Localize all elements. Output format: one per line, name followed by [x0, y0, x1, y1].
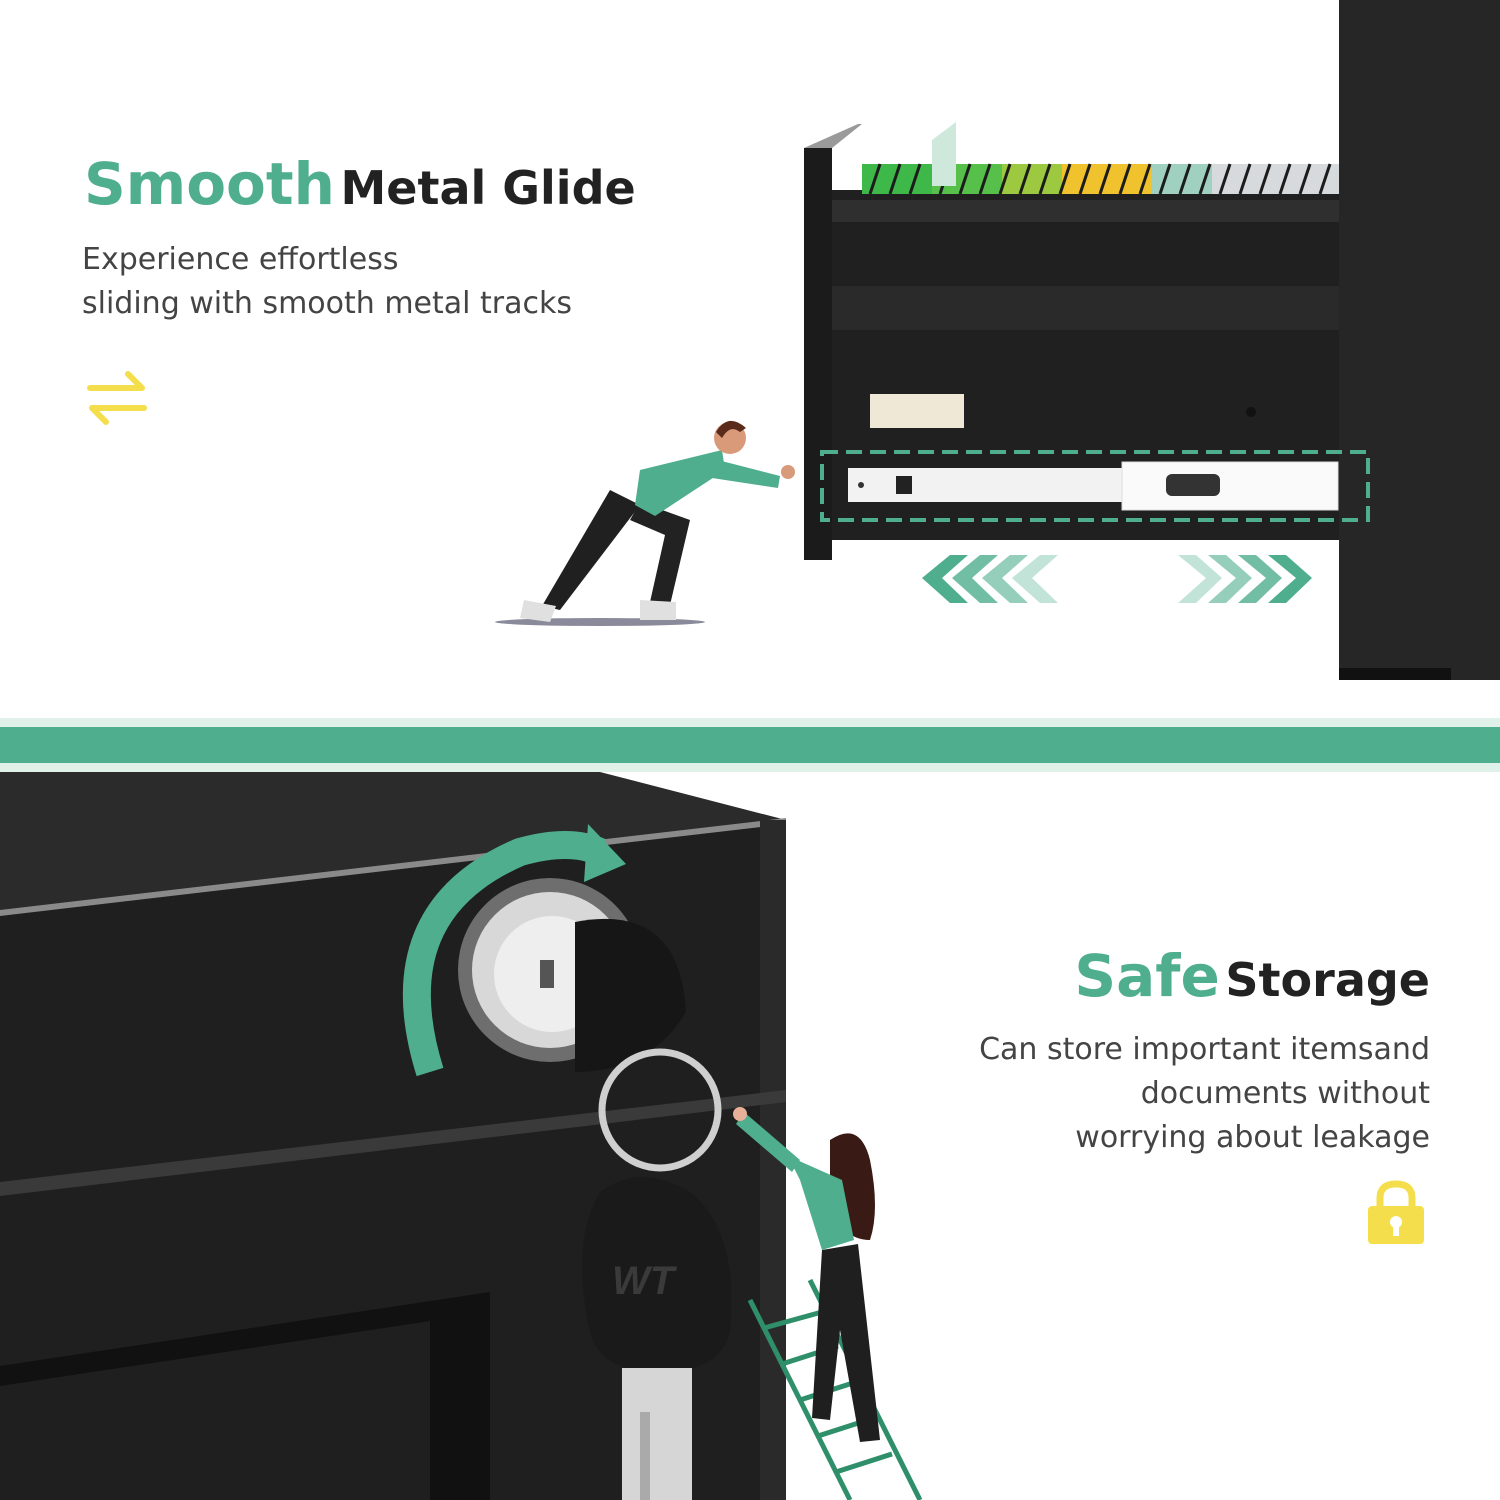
title-rest-words: Storage: [1225, 953, 1430, 1007]
rotation-arrow: [402, 831, 606, 1077]
slide-direction-chevrons-right: [1178, 555, 1312, 603]
drawer-label-holder: [870, 394, 964, 428]
swap-arrows-icon: [87, 371, 147, 425]
slide-direction-chevrons-left: [922, 555, 1058, 603]
key-ring: [598, 1048, 722, 1172]
glide-description-line-1: Experience effortless: [82, 242, 399, 277]
storage-description-line-3: worrying about leakage: [1075, 1120, 1430, 1155]
padlock-icon: [1368, 1180, 1424, 1244]
storage-description-line-1: Can store important itemsand: [979, 1032, 1430, 1067]
hanging-file-folders: [862, 122, 1339, 195]
rail-highlight-box: [820, 450, 1370, 522]
title-safe-storage: Safe Storage: [1074, 942, 1430, 1010]
hanging-key: [582, 1177, 732, 1372]
drawer-front-panel: [804, 148, 832, 560]
section-divider-band: [0, 727, 1500, 763]
locked-cabinet-illustration: WT: [0, 772, 786, 1500]
storage-description-line-2: documents without: [1140, 1076, 1430, 1111]
glide-description-line-2: sliding with smooth metal tracks: [82, 286, 573, 321]
title-accent-word: Safe: [1074, 942, 1220, 1010]
storage-description: Can store important itemsand documents w…: [979, 1028, 1430, 1160]
title-accent-word: Smooth: [84, 150, 335, 218]
open-drawer-illustration: [804, 0, 1500, 680]
cabinet-top-face: [0, 772, 786, 912]
key-brand-logo: WT: [612, 1259, 678, 1303]
woman-climbing-ladder-illustration: [733, 1107, 923, 1500]
title-rest-words: Metal Glide: [340, 161, 636, 215]
man-pushing-drawer-illustration: [495, 420, 795, 626]
title-smooth-metal-glide: Smooth Metal Glide: [84, 150, 636, 218]
glide-description: Experience effortless sliding with smoot…: [82, 238, 572, 326]
cabinet-side-panel: [1339, 0, 1500, 680]
